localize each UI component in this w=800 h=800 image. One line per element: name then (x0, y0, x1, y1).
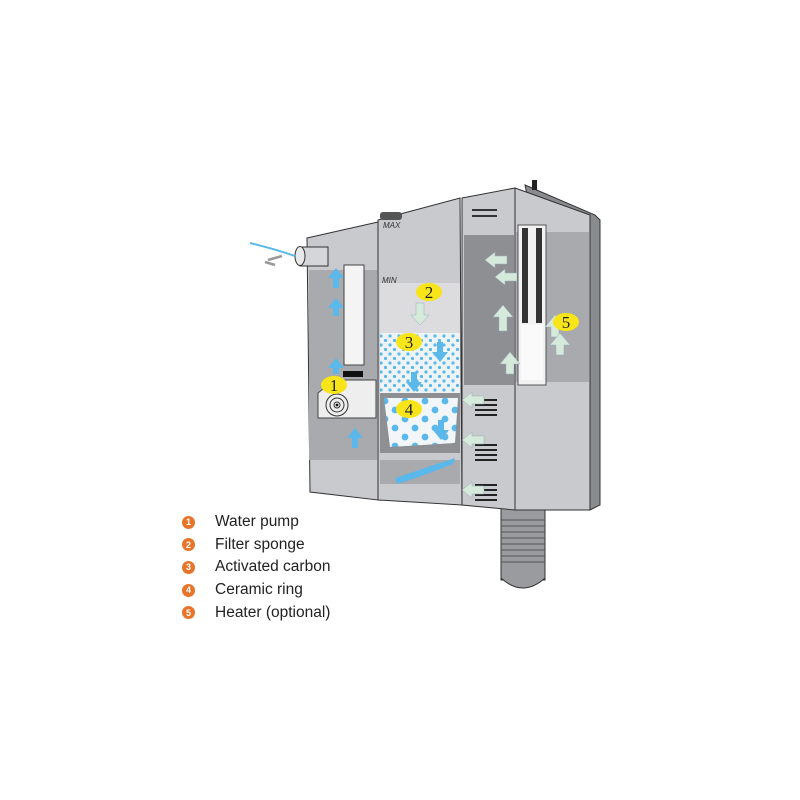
legend-label: Activated carbon (215, 558, 331, 576)
legend-item-heater: 5 Heater (optional) (182, 601, 330, 624)
outlet-tube (343, 264, 365, 366)
number-badge: 2 (182, 538, 195, 552)
marker-1: 1 (321, 376, 347, 395)
marker-3: 3 (396, 333, 422, 352)
number-badge: 3 (182, 560, 195, 574)
legend-label: Heater (optional) (215, 603, 331, 621)
intake-pipe (500, 507, 546, 589)
legend-label: Filter sponge (215, 535, 305, 553)
legend-label: Water pump (215, 513, 299, 531)
marker-4: 4 (396, 400, 422, 419)
heater (517, 224, 547, 386)
legend-item-water-pump: 1 Water pump (182, 511, 330, 534)
max-knob (380, 212, 402, 220)
legend-item-activated-carbon: 3 Activated carbon (182, 556, 330, 579)
svg-text:3: 3 (405, 333, 414, 352)
number-badge: 5 (182, 606, 195, 620)
ceramic-ring (384, 398, 458, 447)
legend-item-filter-sponge: 2 Filter sponge (182, 534, 330, 557)
flow-arrows-green (410, 251, 571, 499)
vent-slots (475, 399, 497, 501)
legend-label: Ceramic ring (215, 581, 303, 599)
number-badge: 1 (182, 515, 195, 529)
outlet-spout (249, 242, 329, 267)
svg-text:2: 2 (425, 283, 434, 302)
number-badge: 4 (182, 583, 195, 597)
svg-text:1: 1 (330, 376, 339, 395)
svg-text:4: 4 (405, 400, 414, 419)
marker-2: 2 (416, 283, 442, 302)
legend-item-ceramic-ring: 4 Ceramic ring (182, 579, 330, 602)
flow-arrows-blue (328, 268, 455, 484)
pump-chamber-water (309, 270, 377, 460)
svg-text:5: 5 (562, 313, 571, 332)
max-label: MAX (383, 221, 401, 230)
legend: 1 Water pump 2 Filter sponge 3 Activated ca… (182, 511, 330, 624)
min-label: MIN (382, 276, 397, 285)
marker-5: 5 (553, 313, 579, 332)
